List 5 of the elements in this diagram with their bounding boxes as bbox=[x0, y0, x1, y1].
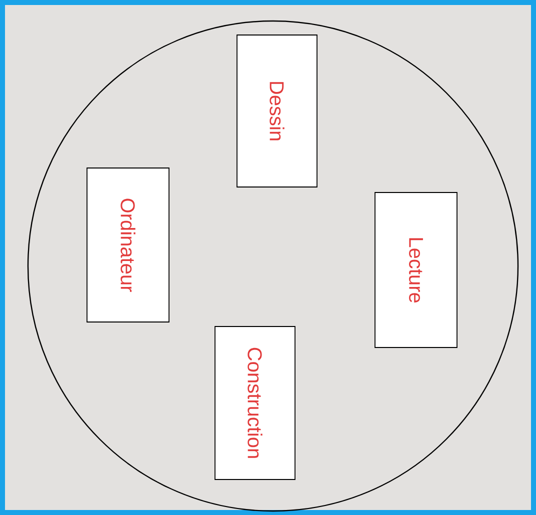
large-circle bbox=[27, 20, 519, 512]
label-card: Dessin bbox=[236, 34, 318, 188]
label-card: Lecture bbox=[374, 192, 458, 348]
label-card: Construction bbox=[214, 326, 296, 480]
label-card: Ordinateur bbox=[86, 168, 170, 322]
